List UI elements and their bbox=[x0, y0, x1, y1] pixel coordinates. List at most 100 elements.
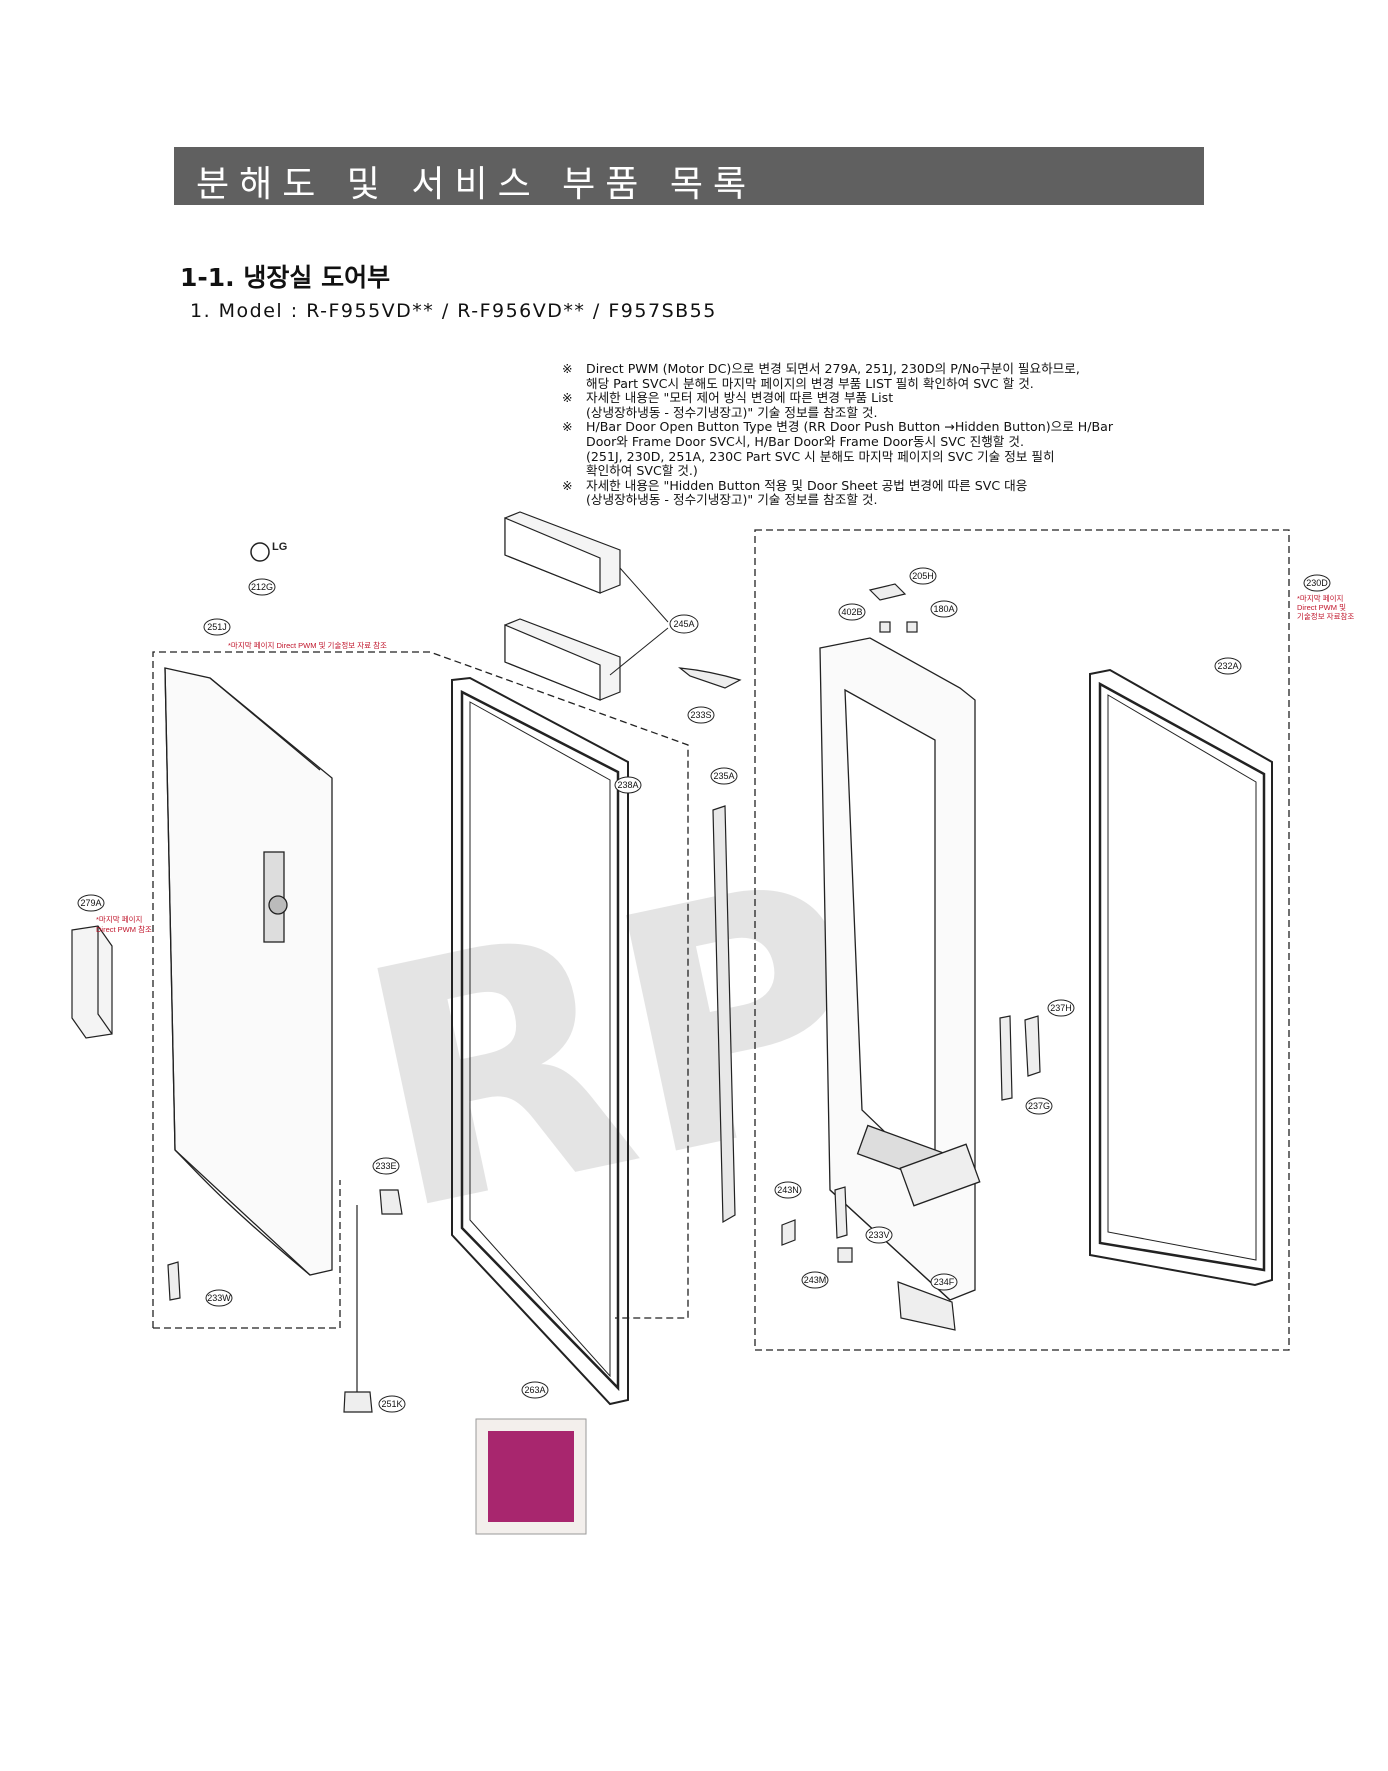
callout-233E bbox=[372, 1157, 400, 1175]
callout-237H bbox=[1047, 999, 1075, 1017]
frame-door bbox=[819, 637, 981, 1301]
part-205H-shape bbox=[868, 583, 907, 601]
part-label-279A: 279A bbox=[80, 898, 101, 908]
callout-251J bbox=[203, 618, 231, 636]
door-outline-dash-bottom bbox=[153, 1180, 341, 1329]
part-label-251K: 251K bbox=[381, 1399, 402, 1409]
callout-237G bbox=[1025, 1097, 1053, 1115]
note-mark: ※ bbox=[562, 361, 573, 376]
callout-212G bbox=[248, 578, 276, 596]
part-243N-shape bbox=[781, 1219, 796, 1246]
part-label-232A: 232A bbox=[1217, 661, 1238, 671]
lg-logo-part: LG bbox=[250, 541, 287, 562]
note-line: Door와 Frame Door SVC시, H/Bar Door와 Frame… bbox=[586, 433, 1024, 449]
part-label-234F: 234F bbox=[934, 1277, 955, 1287]
red-note-279A-line1: *마지막 페이지 bbox=[96, 914, 142, 924]
part-label-237H: 237H bbox=[1050, 1003, 1072, 1013]
note-line: 자세한 내용은 "Hidden Button 적용 및 Door Sheet 공… bbox=[586, 477, 1028, 493]
note-4: ※ 자세한 내용은 "Hidden Button 적용 및 Door Sheet… bbox=[562, 477, 1242, 508]
lg-logo-text: LG bbox=[272, 541, 287, 553]
callout-234F bbox=[930, 1273, 958, 1291]
door-panel bbox=[164, 667, 333, 1276]
part-label-233E: 233E bbox=[375, 1161, 396, 1171]
part-label-237G: 237G bbox=[1028, 1101, 1050, 1111]
part-label-263A: 263A bbox=[524, 1385, 545, 1395]
part-233S-shape bbox=[678, 667, 742, 689]
part-label-251J: 251J bbox=[207, 622, 227, 632]
part-label-238A: 238A bbox=[617, 780, 638, 790]
part-label-180A: 180A bbox=[933, 604, 954, 614]
part-label-243M: 243M bbox=[804, 1275, 827, 1285]
part-251K-shape bbox=[343, 1391, 373, 1413]
callout-233S bbox=[687, 706, 715, 724]
door-bins bbox=[504, 511, 621, 701]
callout-232A bbox=[1214, 657, 1242, 675]
note-line: 확인하여 SVC할 것.) bbox=[586, 463, 698, 479]
note-line: (상냉장하냉동 - 정수기냉장고)" 기술 정보를 참조할 것. bbox=[586, 404, 878, 420]
model-line: 1. Model : R-F955VD** / R-F956VD** / F95… bbox=[190, 300, 717, 322]
red-note-251J: *마지막 페이지 Direct PWM 및 기술정보 자료 참조 bbox=[228, 640, 387, 650]
part-180A-shape bbox=[906, 621, 918, 633]
note-line: 자세한 내용은 "모터 제어 방식 변경에 따른 변경 부품 List bbox=[586, 390, 894, 406]
part-237H-shape bbox=[1024, 1015, 1041, 1077]
leader-line bbox=[619, 567, 669, 623]
callout-205H bbox=[909, 567, 937, 585]
red-note-230D-line1: *마지막 페이지 bbox=[1297, 593, 1343, 603]
part-label-402B: 402B bbox=[841, 607, 862, 617]
part-402B-shape bbox=[879, 621, 891, 633]
callout-230D bbox=[1303, 574, 1331, 592]
part-label-205H: 205H bbox=[912, 571, 934, 581]
callout-243M bbox=[801, 1271, 829, 1289]
leader-line bbox=[609, 627, 669, 676]
part-label-233V: 233V bbox=[868, 1230, 889, 1240]
note-3: ※ H/Bar Door Open Button Type 변경 (RR Doo… bbox=[562, 420, 1242, 478]
part-label-245A: 245A bbox=[673, 619, 694, 629]
note-1: ※ Direct PWM (Motor DC)으로 변경 되면서 279A, 2… bbox=[562, 361, 1242, 391]
page-title: 분해도 및 서비스 부품 목록 bbox=[196, 164, 757, 205]
callout-238A bbox=[614, 776, 642, 794]
door-gasket-238A bbox=[451, 676, 629, 1406]
callout-251K bbox=[378, 1395, 406, 1413]
door-outline-dash bbox=[152, 651, 689, 1328]
door-strip-235A bbox=[712, 805, 736, 1224]
part-233E-shape bbox=[379, 1189, 403, 1215]
notes-block: ※ Direct PWM (Motor DC)으로 변경 되면서 279A, 2… bbox=[562, 361, 1242, 508]
header-bar: 분해도 및 서비스 부품 목록 bbox=[174, 147, 1204, 205]
part-237G-shape bbox=[999, 1015, 1013, 1101]
note-mark: ※ bbox=[562, 477, 573, 493]
part-233V-shape bbox=[834, 1186, 848, 1239]
module-279A bbox=[71, 925, 113, 1039]
note-line: (상냉장하냉동 - 정수기냉장고)" 기술 정보를 참조할 것. bbox=[586, 492, 878, 508]
part-label-243N: 243N bbox=[777, 1185, 799, 1195]
callout-243N bbox=[774, 1181, 802, 1199]
red-note-230D-line3: 기술정보 자료참조 bbox=[1297, 611, 1354, 621]
callout-279A bbox=[77, 894, 105, 912]
assembly-box bbox=[754, 529, 1290, 1351]
frame-gasket-232A bbox=[1089, 668, 1273, 1287]
callout-180A bbox=[930, 600, 958, 618]
callout-402B bbox=[838, 603, 866, 621]
part-label-212G: 212G bbox=[251, 582, 273, 592]
red-note-230D-line2: Direct PWM 및 bbox=[1297, 602, 1346, 612]
note-line: 해당 Part SVC시 분해도 마지막 페이지의 변경 부품 LIST 필히 … bbox=[586, 375, 1034, 391]
part-label-230D: 230D bbox=[1306, 578, 1328, 588]
part-label-235A: 235A bbox=[713, 771, 734, 781]
note-line: H/Bar Door Open Button Type 변경 (RR Door … bbox=[586, 419, 1114, 435]
callout-233V bbox=[865, 1226, 893, 1244]
part-233W-shape bbox=[167, 1261, 181, 1301]
part-263A-bag bbox=[488, 1431, 574, 1522]
part-label-233W: 233W bbox=[207, 1293, 231, 1303]
part-243M-shape bbox=[837, 1247, 853, 1263]
part-234F-shape bbox=[897, 1281, 956, 1331]
note-mark: ※ bbox=[562, 390, 573, 406]
note-line: (251J, 230D, 251A, 230C Part SVC 시 분해도 마… bbox=[586, 448, 1055, 464]
note-mark: ※ bbox=[562, 419, 573, 435]
callout-235A bbox=[710, 767, 738, 785]
section-title: 1-1. 냉장실 도어부 bbox=[180, 263, 391, 292]
part-label-233S: 233S bbox=[690, 710, 711, 720]
note-line: Direct PWM (Motor DC)으로 변경 되면서 279A, 251… bbox=[586, 361, 1080, 376]
callout-263A bbox=[521, 1381, 549, 1399]
note-2: ※ 자세한 내용은 "모터 제어 방식 변경에 따른 변경 부품 List (상… bbox=[562, 390, 1242, 420]
callout-233W bbox=[205, 1289, 233, 1307]
